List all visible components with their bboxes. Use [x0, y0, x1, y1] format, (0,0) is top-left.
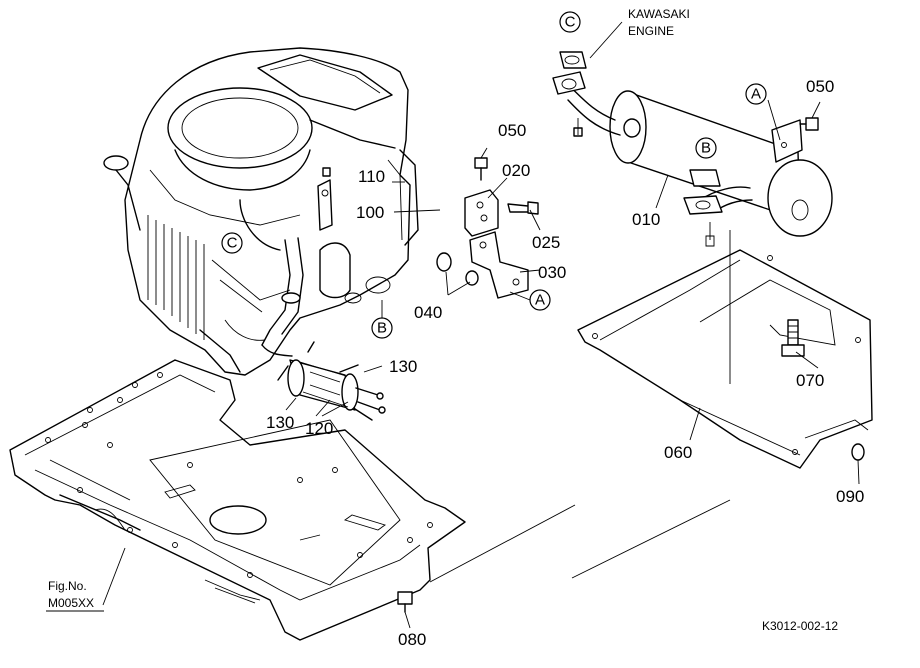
part-label-130-left: 130: [266, 413, 294, 432]
ref-circle-a-bracket: A: [529, 289, 551, 311]
part-label-080: 080: [398, 630, 426, 649]
fig-no-code: M005XX: [48, 596, 94, 610]
fig-no-label: Fig.No.: [48, 579, 87, 593]
part-label-130-right: 130: [389, 357, 417, 376]
bracket-030-illustration: [469, 231, 529, 299]
bolt-080-illustration: [397, 591, 413, 613]
part-label-030: 030: [538, 263, 566, 282]
part-label-050-right: 050: [806, 77, 834, 96]
ref-letter: C: [565, 14, 576, 31]
ref-letter: C: [227, 235, 238, 252]
muffler-illustration: [552, 51, 833, 247]
starter-solenoid-illustration: [261, 341, 386, 421]
ref-circle-c-top: C: [559, 11, 581, 33]
ref-letter: B: [701, 140, 711, 157]
part-label-010: 010: [632, 210, 660, 229]
frame-illustration: [9, 359, 466, 641]
heat-shield-illustration: [577, 230, 873, 469]
ref-letter: A: [535, 292, 545, 309]
part-label-120: 120: [305, 419, 333, 438]
ref-letter: B: [377, 320, 387, 337]
part-label-100: 100: [356, 203, 384, 222]
ref-circle-b-engine: B: [371, 317, 393, 339]
nut-040-illustration: [436, 252, 479, 286]
part-label-025: 025: [532, 233, 560, 252]
ref-circle-a-muffler: A: [745, 83, 767, 105]
part-label-060: 060: [664, 443, 692, 462]
drawing-code: K3012-002-12: [762, 619, 838, 633]
part-label-050-left: 050: [498, 121, 526, 140]
part-label-090: 090: [836, 487, 864, 506]
engine-illustration: [103, 47, 419, 376]
part-label-040: 040: [414, 303, 442, 322]
bracket-020-illustration: [464, 189, 499, 237]
ref-circle-c-engine: C: [221, 232, 243, 254]
part-label-020: 020: [502, 161, 530, 180]
ref-circle-b-muffler: B: [695, 137, 717, 159]
engine-note-line2: ENGINE: [628, 24, 674, 38]
engine-note-line1: KAWASAKI: [628, 7, 690, 21]
part-label-110: 110: [358, 167, 385, 186]
part-label-070: 070: [796, 371, 824, 390]
leader-lines: [102, 21, 860, 629]
bolt-050-left-illustration: [474, 157, 488, 181]
ref-letter: A: [751, 86, 761, 103]
